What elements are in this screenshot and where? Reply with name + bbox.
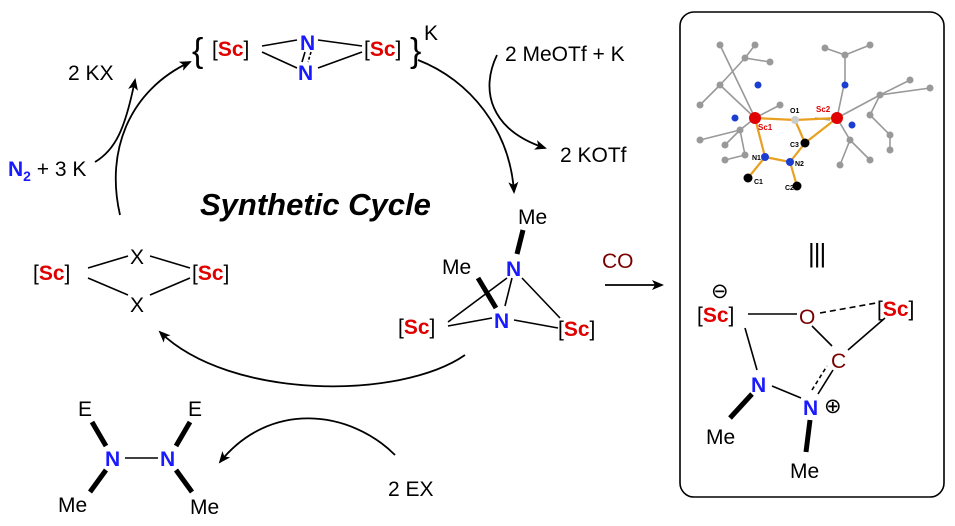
- hydrazine-product: E E N N Me Me: [58, 398, 219, 519]
- n-atom: N: [300, 32, 315, 55]
- sc-label: [Sc]: [398, 316, 435, 339]
- carbon-atom: C: [831, 350, 846, 373]
- atom-label-n1: N1: [752, 155, 761, 162]
- atom-label-o1: O1: [790, 108, 799, 115]
- positive-charge: ⊕: [824, 395, 842, 418]
- sc-label: [Sc]: [877, 298, 914, 321]
- sc-label: [Sc]: [192, 262, 229, 285]
- counterion-label: K: [424, 22, 438, 45]
- arrow-right-down: [417, 59, 519, 194]
- structure-box: [679, 11, 945, 498]
- oxygen-atom: O: [799, 306, 815, 329]
- negative-charge: ⊖: [711, 280, 729, 303]
- sc-label: [Sc]: [697, 304, 734, 327]
- brace-open: {: [192, 32, 203, 70]
- hydrazido-complex: Me N Me N [Sc] [Sc]: [398, 206, 595, 341]
- methyl-label: Me: [790, 460, 819, 483]
- atom-label-c2: C2: [785, 185, 794, 192]
- methyl-label: Me: [58, 494, 87, 517]
- equivalence-symbol: |||: [808, 238, 825, 268]
- byproduct-kotf: 2 KOTf: [560, 144, 627, 167]
- sc-label: [Sc]: [558, 318, 595, 341]
- cycle-arrows: [94, 54, 664, 464]
- crystal-structure: Sc1 Sc2 O1 C3 N1 N2 C1 C2: [696, 41, 934, 192]
- methyl-label: Me: [518, 206, 547, 229]
- sc-label: [Sc]: [33, 262, 70, 285]
- atom-label-c1: C1: [754, 179, 763, 186]
- n-atom: N: [494, 310, 509, 333]
- n-atom: N: [506, 258, 521, 281]
- n-atom: N: [803, 397, 818, 420]
- co-insertion-product: ⊖ [Sc] O [Sc] C N N ⊕ Me Me: [697, 280, 914, 483]
- arrow-kotf-out: [488, 54, 547, 150]
- n-atom: N: [105, 448, 120, 471]
- dinitrogen-complex: { [Sc] N N [Sc] } K: [192, 22, 438, 85]
- methyl-label: Me: [442, 256, 471, 279]
- methyl-label: Me: [190, 496, 219, 519]
- e-label: E: [78, 398, 92, 421]
- arrow-kx-out: [94, 78, 138, 163]
- reagent-n2: N2 + 3 K: [8, 158, 86, 184]
- reagent-meotf: 2 MeOTf + K: [505, 43, 625, 66]
- atom-label-n2: N2: [795, 161, 804, 168]
- atom-label-sc1: Sc1: [758, 123, 773, 132]
- atom-label-c3: C3: [790, 142, 799, 149]
- byproduct-kx: 2 KX: [68, 62, 114, 85]
- brace-close: }: [410, 32, 421, 70]
- methyl-label: Me: [706, 426, 735, 449]
- sc-label: [Sc]: [212, 38, 249, 61]
- atom-label-sc2: Sc2: [816, 105, 831, 114]
- n-atom: N: [298, 62, 313, 85]
- e-label: E: [188, 398, 202, 421]
- arrow-bottom-left: [158, 330, 466, 388]
- x-atom: X: [130, 294, 144, 317]
- reagent-ex: 2 EX: [388, 478, 434, 501]
- halide-bridged-complex: [Sc] X X [Sc]: [33, 246, 229, 317]
- n-atom: N: [751, 374, 766, 397]
- sc-label: [Sc]: [364, 38, 401, 61]
- arrow-hydrazine-out: [218, 417, 396, 464]
- arrow-left-up: [114, 61, 192, 216]
- n-atom: N: [160, 448, 175, 471]
- x-atom: X: [130, 246, 144, 269]
- reagent-co: CO: [602, 250, 634, 273]
- cycle-title: Synthetic Cycle: [200, 187, 431, 222]
